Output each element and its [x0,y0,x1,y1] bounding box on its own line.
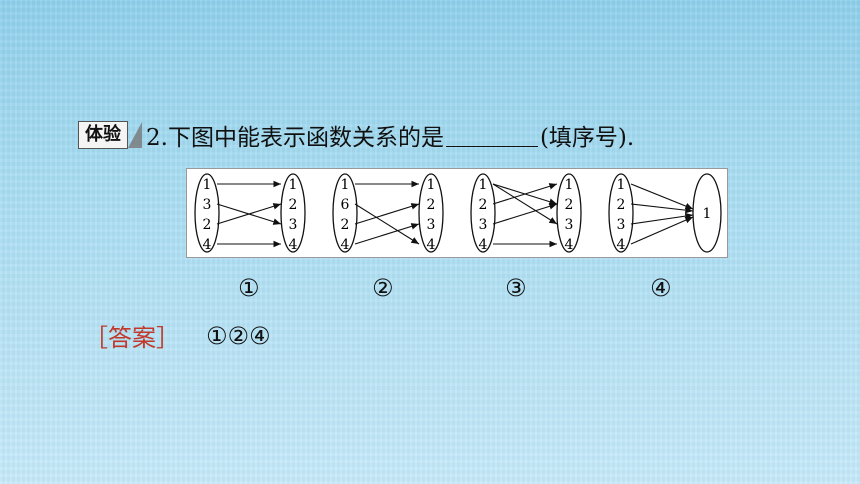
mapping-arrow [492,183,558,225]
domain-ellipse [194,173,220,253]
domain-value: 3 [479,217,488,233]
codomain-value: 4 [289,237,298,253]
diagram-3: 1 2 3 4 1 2 3 4 [470,173,582,253]
codomain-ellipse [418,173,444,253]
diagram-label-4: ④ [650,274,672,302]
answer-blank [445,124,538,147]
diagram-label-1: ① [238,274,260,302]
diagram-1: 1 3 2 4 1 2 3 4 [194,173,306,253]
diagram-4: 1 2 3 4 1 [608,173,722,253]
mapping-arrow [492,203,558,225]
codomain-value: 3 [565,217,574,233]
experience-badge: 体验 [78,121,128,149]
domain-ellipse [608,173,634,253]
diagram-2: 1 6 2 4 1 2 3 4 [332,173,444,253]
mapping-arrow [630,216,694,245]
codomain-value: 2 [565,197,574,213]
domain-value: 3 [203,197,212,213]
codomain-value: 4 [565,237,574,253]
codomain-ellipse [692,173,722,253]
mapping-diagrams: 1 3 2 4 1 2 3 4 1 6 2 4 1 2 3 4 [194,173,722,253]
mapping-arrow [354,203,420,225]
codomain-value: 1 [703,206,712,222]
codomain-value: 4 [427,237,436,253]
codomain-value: 3 [427,217,436,233]
badge-decoration [128,122,142,148]
codomain-value: 2 [289,197,298,213]
domain-value: 1 [341,177,350,193]
domain-value: 4 [203,237,212,253]
answer-label: ［答案］ [84,324,180,352]
question-suffix: (填序号). [539,125,635,151]
mapping-arrow [492,183,558,205]
domain-ellipse [332,173,358,253]
codomain-value: 3 [289,217,298,233]
domain-value: 1 [617,177,626,193]
diagram-label-2: ② [372,274,394,302]
mapping-arrow [630,212,694,225]
domain-value: 2 [341,217,350,233]
domain-value: 2 [203,217,212,233]
domain-value: 6 [341,197,350,213]
answer-value: ①②④ [206,321,271,350]
domain-value: 2 [479,197,488,213]
question-text: 2.下图中能表示函数关系的是 [146,125,444,151]
answer-line: ［答案］ ①②④ [84,318,271,353]
codomain-value: 1 [565,177,574,193]
codomain-ellipse [556,173,582,253]
domain-value: 1 [203,177,212,193]
question-line: 体验 2.下图中能表示函数关系的是 (填序号). [78,118,634,152]
mapping-arrow [630,183,694,210]
codomain-value: 1 [289,177,298,193]
domain-value: 4 [479,237,488,253]
domain-value: 2 [617,197,626,213]
mapping-figure: 1 3 2 4 1 2 3 4 1 6 2 4 1 2 3 4 [186,168,728,258]
domain-value: 3 [617,217,626,233]
domain-value: 4 [617,237,626,253]
domain-value: 4 [341,237,350,253]
mapping-arrow [216,203,282,225]
codomain-value: 1 [427,177,436,193]
mapping-arrow [354,203,420,245]
mapping-arrow [354,223,420,245]
diagram-label-3: ③ [505,274,527,302]
domain-ellipse [470,173,496,253]
codomain-ellipse [280,173,306,253]
mapping-arrow [630,203,694,214]
codomain-value: 2 [427,197,436,213]
domain-value: 1 [479,177,488,193]
